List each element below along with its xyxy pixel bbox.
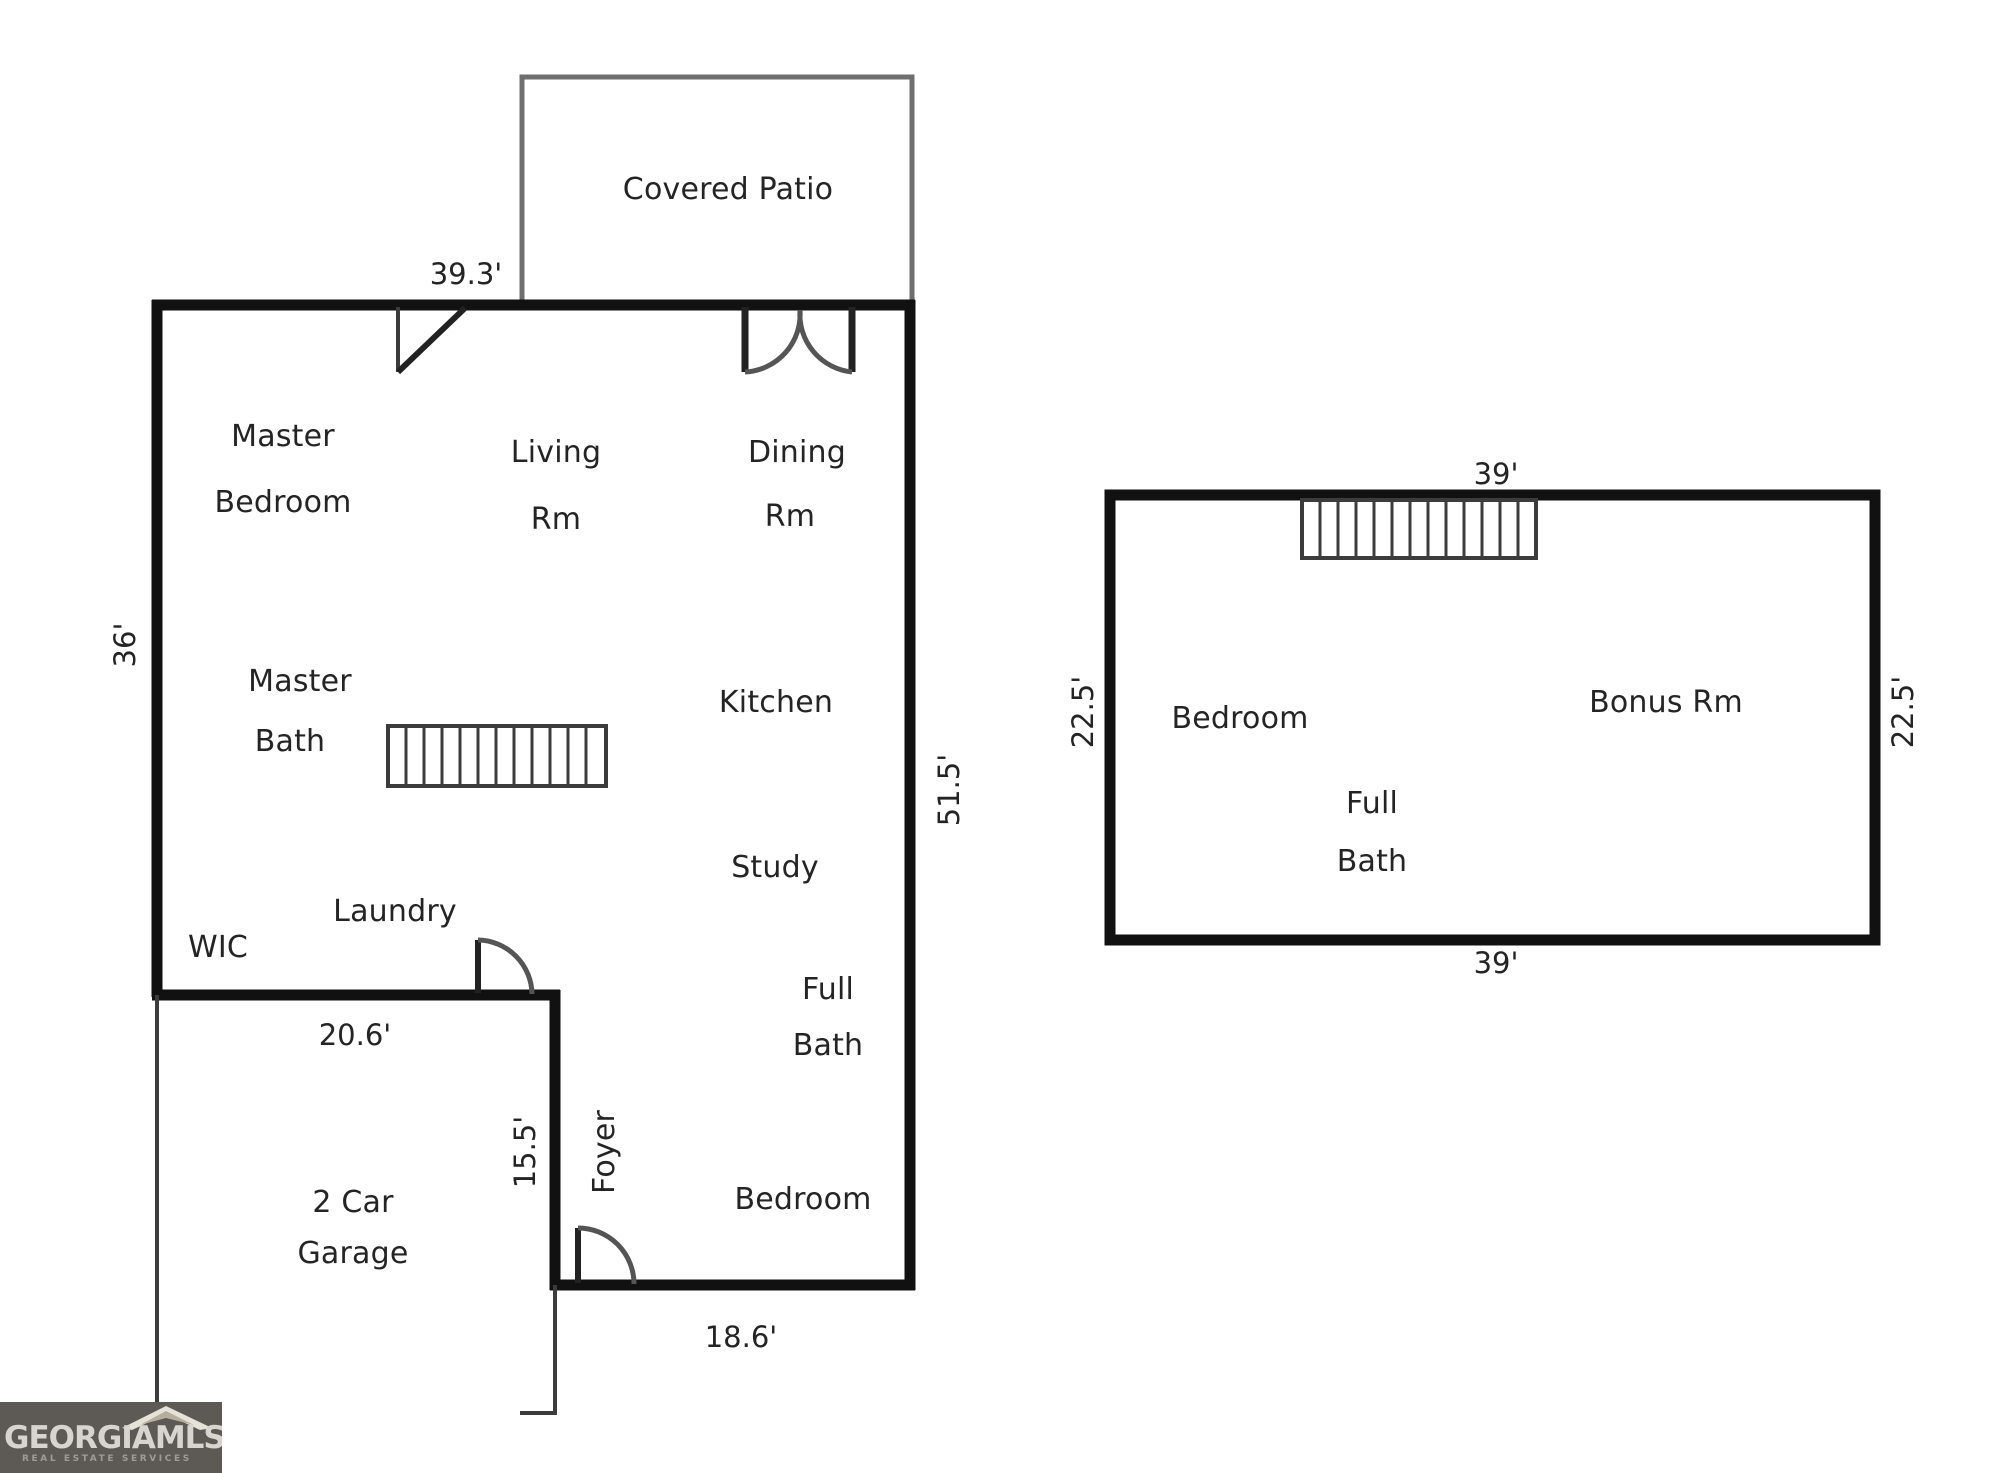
- dimension-upper-right-wall: 22.5': [1886, 675, 1920, 749]
- room-label-covered-patio: Covered Patio: [622, 172, 834, 207]
- watermark-name: GEORGIAMLS: [4, 1420, 222, 1456]
- patio-door-living: [395, 305, 468, 375]
- room-label-garage-line2: Garage: [297, 1236, 409, 1271]
- dimension-upper-left-wall: 22.5': [1066, 675, 1100, 749]
- room-label-bedroom-upper: Bedroom: [1171, 701, 1309, 736]
- room-label-living-rm-line2: Rm: [530, 502, 582, 537]
- laundry-garage-door: [475, 937, 535, 995]
- dimension-upper-bottom-wall: 39': [1473, 946, 1519, 980]
- dining-double-doors: [741, 307, 856, 375]
- room-label-full-bath-line1: Full: [801, 972, 855, 1007]
- room-label-master-bedroom-line1: Master: [231, 419, 335, 454]
- georgia-mls-watermark: GEORGIAMLS REAL ESTATE SERVICES: [0, 1402, 222, 1473]
- room-label-laundry: Laundry: [333, 894, 457, 929]
- dimension-right-wall: 51.5': [932, 753, 966, 827]
- main-level-walls: [151, 299, 916, 1291]
- room-label-study: Study: [731, 850, 819, 885]
- room-label-living-rm-line1: Living: [510, 435, 602, 470]
- room-label-foyer: Foyer: [587, 1109, 622, 1195]
- watermark-tagline: REAL ESTATE SERVICES: [22, 1454, 192, 1464]
- main-level-staircase: [386, 724, 608, 788]
- room-label-full-bath-upper-line1: Full: [1345, 786, 1399, 821]
- dimension-bottom-wall: 18.6': [704, 1320, 778, 1354]
- room-label-dining-rm-line2: Rm: [764, 499, 816, 534]
- foyer-entry-door: [575, 1225, 637, 1285]
- room-label-master-bedroom-line2: Bedroom: [214, 485, 352, 520]
- room-label-master-bath-line2: Bath: [254, 724, 326, 759]
- dimension-upper-top-wall: 39': [1473, 457, 1519, 491]
- room-label-bedroom-main: Bedroom: [734, 1182, 872, 1217]
- dimension-top-left-wall: 39.3': [429, 257, 503, 291]
- dimension-left-wall: 36': [108, 622, 142, 668]
- dimension-foyer-wall: 15.5': [508, 1115, 542, 1189]
- covered-patio-outline: [519, 74, 915, 305]
- room-label-garage-line1: 2 Car: [312, 1185, 394, 1220]
- upper-level-walls: [1104, 489, 1881, 946]
- room-label-bonus-rm: Bonus Rm: [1589, 685, 1743, 720]
- room-label-full-bath-upper-line2: Bath: [1336, 844, 1408, 879]
- room-label-wic: WIC: [187, 930, 249, 965]
- room-label-full-bath-line2: Bath: [792, 1028, 864, 1063]
- room-label-master-bath-line1: Master: [248, 664, 352, 699]
- roof-icon: [122, 1406, 212, 1430]
- room-label-dining-rm-line1: Dining: [747, 435, 847, 470]
- room-label-kitchen: Kitchen: [718, 685, 834, 720]
- dimension-garage-top-wall: 20.6': [318, 1018, 392, 1052]
- upper-level-staircase: [1300, 498, 1538, 560]
